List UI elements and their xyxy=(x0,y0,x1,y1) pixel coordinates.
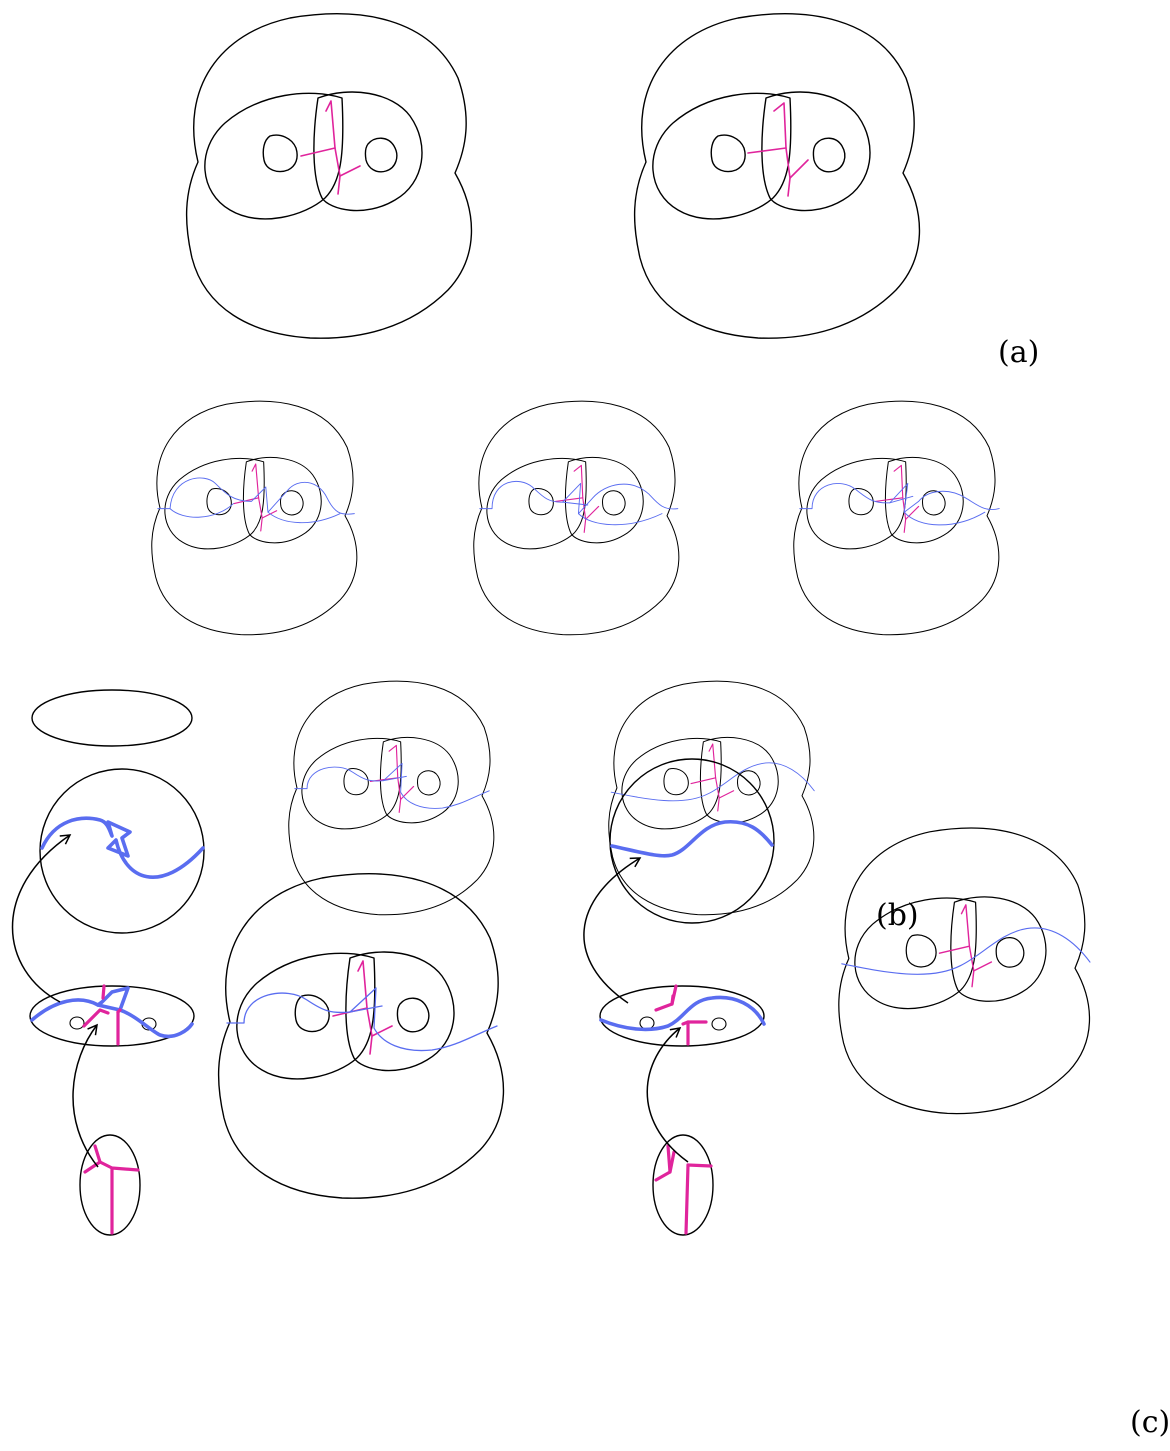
label-a: (a) xyxy=(998,335,1039,370)
panel-c: (c) xyxy=(11,689,1170,1440)
diagram-c-left xyxy=(217,873,505,1199)
curved-arrow-icon xyxy=(72,1023,99,1168)
diagram-a-right xyxy=(633,13,921,339)
curved-arrow-icon xyxy=(11,834,72,1003)
inset-bottom-left xyxy=(79,1134,141,1236)
curved-arrow-icon xyxy=(583,857,642,1004)
panel-b: (b) xyxy=(151,400,1000,933)
diagram-c-right xyxy=(838,827,1091,1115)
inset-mid-left xyxy=(31,689,193,747)
diagram-a-left xyxy=(185,13,473,339)
inset-top-right xyxy=(609,758,775,924)
label-c: (c) xyxy=(1130,1405,1170,1440)
diagram-b-4 xyxy=(288,680,495,916)
curved-arrow-icon xyxy=(646,1027,689,1163)
panel-a: (a) xyxy=(185,13,1039,370)
inset-bottom-right xyxy=(652,1134,714,1236)
ellipse-middle-left xyxy=(29,984,195,1047)
ellipse-middle-right xyxy=(599,984,766,1047)
inset-top-left xyxy=(39,768,205,934)
diagram-b-5 xyxy=(608,680,815,916)
diagram-b-1 xyxy=(151,400,358,636)
diagram-b-3 xyxy=(793,400,1000,636)
diagram-b-2 xyxy=(473,400,680,636)
